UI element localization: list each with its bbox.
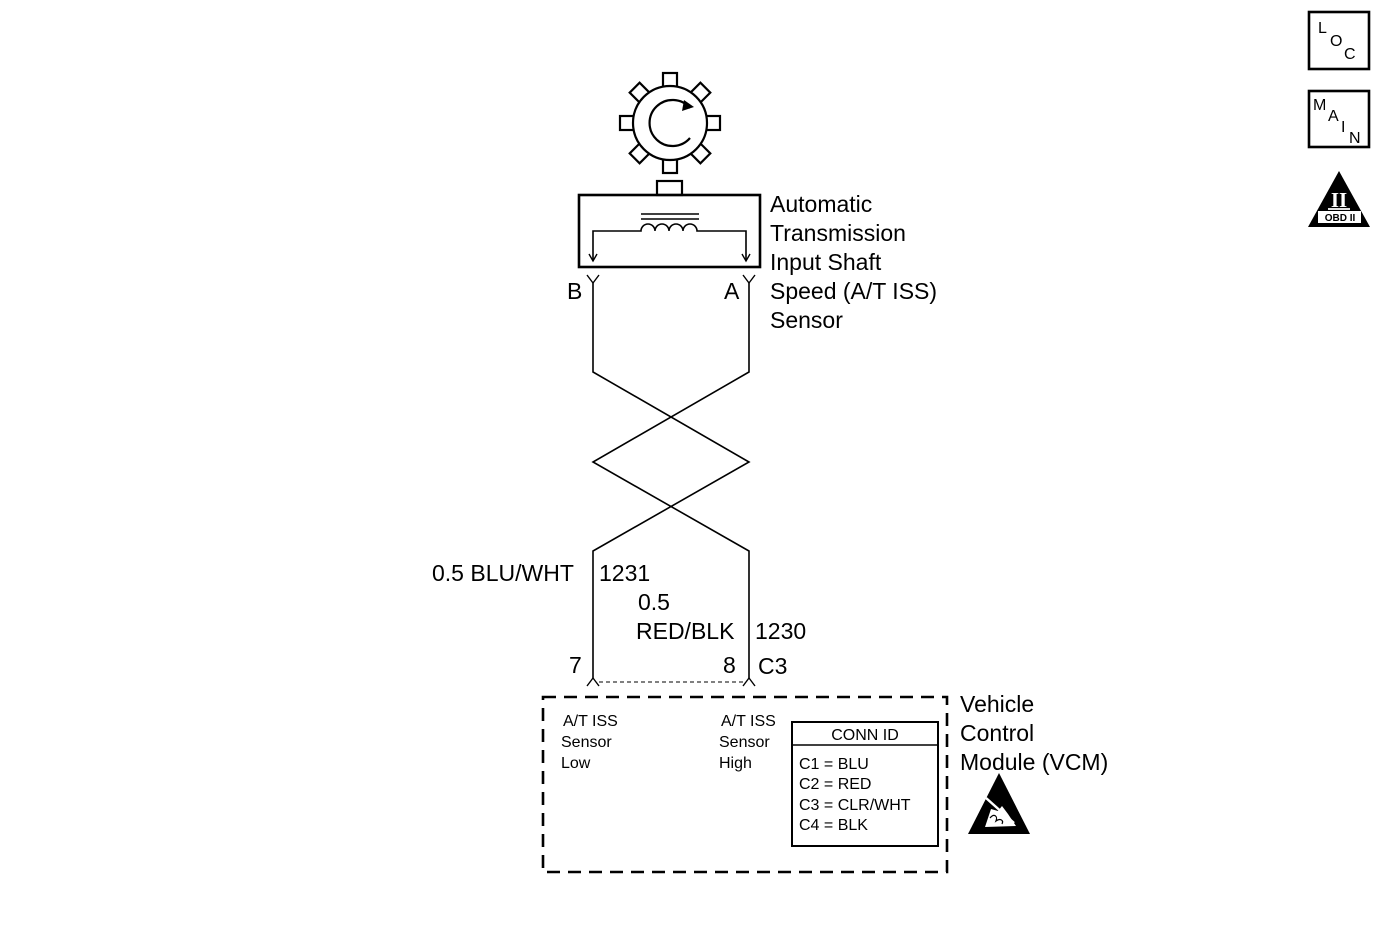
sensor-name-line: Transmission [770,220,906,246]
main-icon-letter: M [1313,97,1326,114]
conn-id-row: C1 = BLU [799,756,869,773]
wire-low-circuit: 1231 [599,560,650,586]
vcm-input-high-line: A/T ISS [721,713,776,730]
sensor-name-line: Automatic [770,191,872,217]
vcm-input-high-line: High [719,755,752,772]
vcm-input-low-line: A/T ISS [563,713,618,730]
conn-id-row: C4 = BLK [799,817,868,834]
obd-ii-numeral: II [1331,188,1347,212]
pin-low-symbol [586,676,600,687]
obd-ii-icon[interactable]: II OBD II [1308,171,1370,227]
vcm-name-line: Control [960,720,1034,746]
vcm-input-high-line: Sensor [719,734,770,751]
reluctor-tooth [661,157,679,175]
vcm-name: Vehicle Control Module (VCM) [960,691,1108,775]
sensor-body [577,193,762,269]
loc-icon-letter: O [1330,33,1342,50]
sensor-tip [655,179,684,197]
conn-id-row: C3 = CLR/WHT [799,797,911,814]
vcm-input-low: A/T ISS Sensor Low [561,713,618,772]
coil-winding [592,223,747,261]
vcm-module-box [541,695,949,874]
wire-high [591,283,750,678]
main-icon-letter: I [1341,119,1345,136]
pin-high-symbol [742,676,756,687]
sensor-name: Automatic Transmission Input Shaft Speed… [770,191,937,333]
main-icon-letter: N [1349,130,1361,147]
connector-label: C3 [758,653,787,679]
conn-id-title: CONN ID [831,727,899,744]
conn-id-table: CONN ID C1 = BLU C2 = RED C3 = CLR/WHT C… [791,721,939,847]
pin-low-label: 7 [569,652,582,678]
terminal-b-label: B [567,278,582,304]
reluctor-wheel-icon [618,71,722,175]
pin-high-label: 8 [723,652,736,678]
wire-high-color: RED/BLK [636,618,735,644]
loc-icon[interactable]: L O C [1307,10,1371,71]
sensor-name-line: Sensor [770,307,843,333]
esd-warning-icon [968,773,1030,834]
main-icon-letter: A [1328,108,1339,125]
vcm-input-low-line: Sensor [561,734,612,751]
conn-id-row: C2 = RED [799,776,871,793]
terminal-a-symbol [742,274,756,285]
terminal-b-symbol [586,274,600,285]
sensor-name-line: Speed (A/T ISS) [770,278,937,304]
wire-high-circuit: 1230 [755,618,806,644]
obd-ii-caption: OBD II [1325,213,1356,224]
vcm-input-high: A/T ISS Sensor High [719,713,776,772]
vcm-input-low-line: Low [561,755,591,772]
loc-icon-letter: L [1318,20,1327,37]
wire-high-size: 0.5 [638,589,670,615]
vcm-name-line: Vehicle [960,691,1034,717]
vcm-name-line: Module (VCM) [960,749,1108,775]
sensor-name-line: Input Shaft [770,249,882,275]
wire-low [592,283,751,678]
iss-sensor: B A [567,179,762,304]
loc-icon-letter: C [1344,46,1356,63]
wire-low-size-color: 0.5 BLU/WHT [432,560,574,586]
terminal-a-label: A [724,278,740,304]
main-icon[interactable]: M A I N [1307,89,1371,149]
